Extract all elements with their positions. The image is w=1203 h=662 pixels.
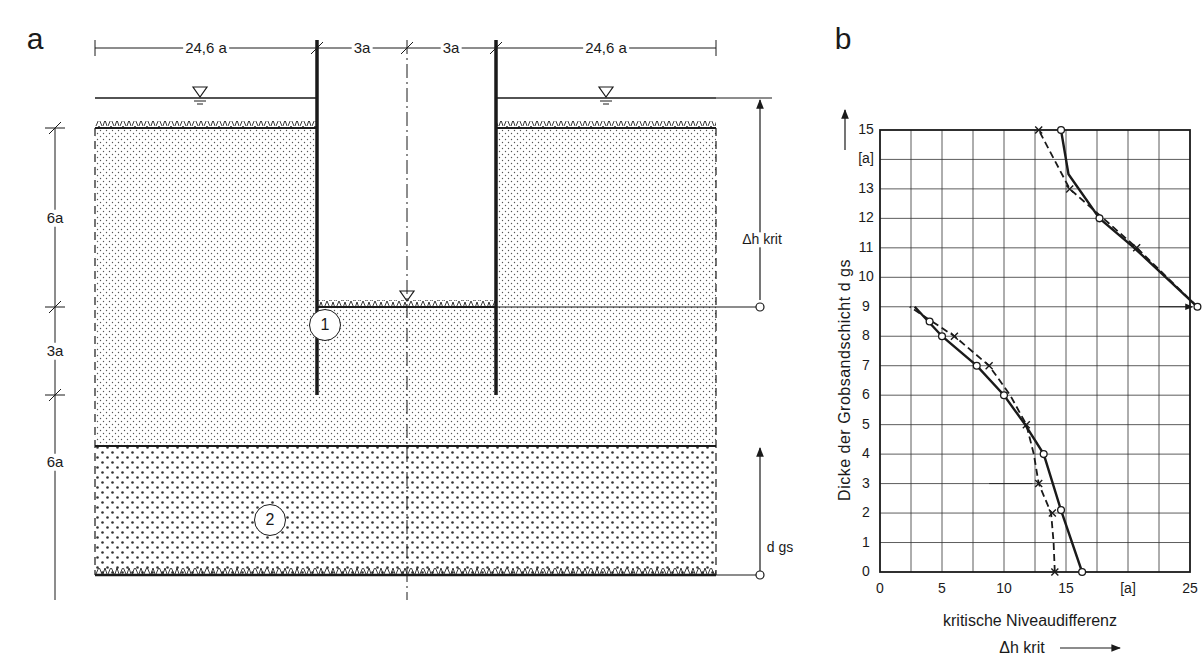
axis-title: Dicke der Grobsandschicht d gs bbox=[836, 257, 854, 503]
axis-tick: 9 bbox=[860, 299, 872, 314]
axis-tick: 15 bbox=[856, 122, 876, 137]
axis-tick: 10 bbox=[994, 581, 1014, 596]
callout-number: 1 bbox=[321, 316, 330, 334]
dimension-label: 24,6 a bbox=[183, 40, 229, 57]
axis-tick: [a] bbox=[856, 152, 876, 167]
axis-title: Δh krit bbox=[997, 639, 1046, 657]
axis-tick: 8 bbox=[860, 329, 872, 344]
axis-tick: 11 bbox=[857, 240, 876, 255]
axis-title: kritische Niveaudifferenz bbox=[941, 612, 1119, 630]
layer-callout: 2 bbox=[254, 504, 286, 536]
dimension-label: 6a bbox=[45, 210, 66, 227]
layer-callout: 1 bbox=[309, 309, 341, 341]
axis-tick: 1 bbox=[860, 535, 872, 550]
panel-letter: b bbox=[833, 22, 854, 55]
axis-tick: 12 bbox=[856, 211, 876, 226]
axis-tick: 6 bbox=[860, 387, 872, 402]
callout-number: 2 bbox=[266, 511, 275, 529]
axis-tick: 2 bbox=[860, 505, 872, 520]
dimension-label: 3a bbox=[45, 343, 66, 360]
dimension-label: d gs bbox=[765, 540, 795, 555]
axis-tick: 13 bbox=[856, 181, 876, 196]
axis-tick: 5 bbox=[860, 417, 872, 432]
dimension-label: 3a bbox=[352, 40, 373, 57]
dimension-label: 24,6 a bbox=[583, 40, 629, 57]
dimension-label: 3a bbox=[441, 40, 462, 57]
axis-tick: 0 bbox=[860, 564, 872, 579]
axis-tick: 25 bbox=[1180, 581, 1200, 596]
dimension-label: Δh krit bbox=[740, 232, 784, 247]
axis-tick: 0 bbox=[874, 581, 886, 596]
panel-letter: a bbox=[25, 22, 46, 55]
axis-tick: 15 bbox=[1056, 581, 1076, 596]
axis-tick: [a] bbox=[1118, 581, 1138, 596]
dimension-label: 6a bbox=[45, 454, 66, 471]
axis-tick: 4 bbox=[860, 446, 872, 461]
axis-tick: 5 bbox=[936, 581, 948, 596]
axis-tick: 7 bbox=[860, 358, 872, 373]
axis-tick: 3 bbox=[860, 476, 872, 491]
axis-tick: 10 bbox=[856, 270, 876, 285]
